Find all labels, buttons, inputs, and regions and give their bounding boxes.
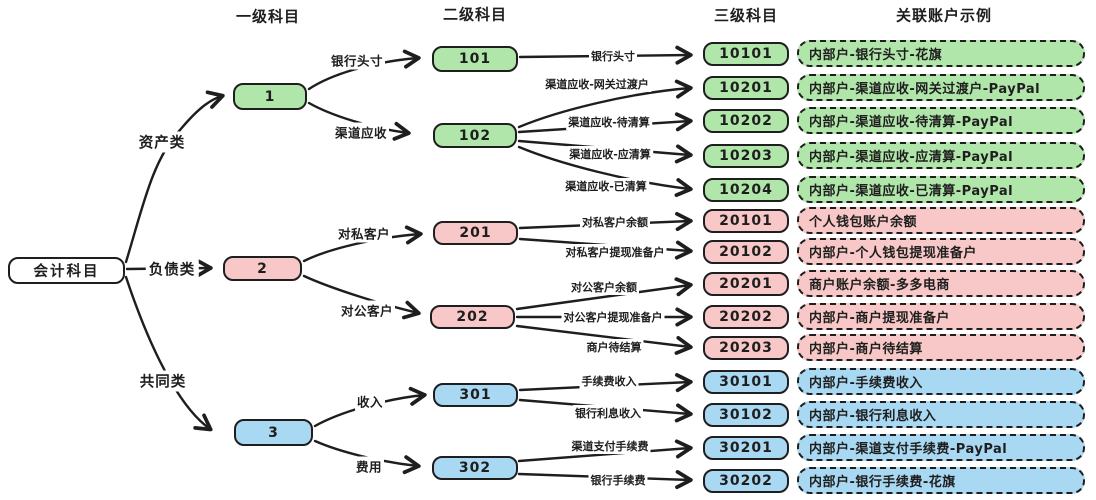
edge-label-personal-customer: 对私客户 xyxy=(335,223,393,243)
level3-node-10203: 10203 xyxy=(703,144,789,168)
level2-node-202: 202 xyxy=(430,305,515,329)
level3-node-20102: 20102 xyxy=(703,240,789,264)
example-box-row14: 内部户-银行手续费-花旗 xyxy=(797,467,1085,494)
example-box-row12: 内部户-银行利息收入 xyxy=(797,401,1085,428)
header-linked-account-examples: 关联账户示例 xyxy=(895,6,993,25)
level2-node-102: 102 xyxy=(433,123,517,148)
level1-node-3: 3 xyxy=(234,419,313,446)
example-box-row13: 内部户-渠道支付手续费-PayPal xyxy=(797,434,1085,461)
edge-label-row7: 对私客户提现准备户 xyxy=(563,244,667,260)
edge-label-row11: 手续费收入 xyxy=(579,373,639,389)
level2-node-101: 101 xyxy=(432,46,518,72)
edge-label-bank-position: 银行头寸 xyxy=(328,50,386,70)
example-box-row3: 内部户-渠道应收-待清算-PayPal xyxy=(797,107,1085,134)
header-level1-subjects: 一级科目 xyxy=(235,7,301,26)
edge-label-row9: 对公客户提现准备户 xyxy=(561,309,665,325)
edge-label-corporate-customer: 对公客户 xyxy=(338,300,396,320)
level3-node-30202: 30202 xyxy=(703,469,789,493)
level3-node-10202: 10202 xyxy=(703,109,789,133)
example-box-row5: 内部户-渠道应收-已清算-PayPal xyxy=(797,176,1085,203)
edge-label-row8: 对公客户余额 xyxy=(569,279,639,295)
branch-label-liabilities: 负债类 xyxy=(145,258,199,280)
level1-node-2: 2 xyxy=(223,256,302,281)
level3-node-20203: 20203 xyxy=(703,336,789,360)
level2-node-301: 301 xyxy=(433,383,518,407)
edge-label-row5: 渠道应收-已清算 xyxy=(563,178,649,194)
level3-node-20201: 20201 xyxy=(703,272,789,296)
level3-node-20202: 20202 xyxy=(703,305,789,329)
example-box-row1: 内部户-银行头寸-花旗 xyxy=(797,40,1085,67)
level2-node-201: 201 xyxy=(433,221,518,245)
level1-node-1: 1 xyxy=(233,83,307,110)
edge-label-expense: 费用 xyxy=(353,456,385,476)
edge-label-row4: 渠道应收-应清算 xyxy=(567,146,653,162)
branch-label-assets: 资产类 xyxy=(135,131,189,153)
level3-node-30102: 30102 xyxy=(703,403,789,427)
example-box-row2: 内部户-渠道应收-网关过渡户-PayPal xyxy=(797,74,1085,101)
level3-node-10101: 10101 xyxy=(703,42,789,66)
header-level2-subjects: 二级科目 xyxy=(442,5,508,24)
level3-node-30201: 30201 xyxy=(703,436,789,460)
header-level3-subjects: 三级科目 xyxy=(713,6,779,25)
example-box-row11: 内部户-手续费收入 xyxy=(797,368,1085,395)
level3-node-30101: 30101 xyxy=(703,370,789,394)
level3-node-20101: 20101 xyxy=(703,209,789,233)
edge-label-channel-receivable: 渠道应收 xyxy=(332,122,390,142)
example-box-row8: 商户账户余额-多多电商 xyxy=(797,270,1085,297)
branch-label-common: 共同类 xyxy=(136,370,190,392)
edge-label-row14: 银行手续费 xyxy=(588,472,648,488)
edge-label-row1: 银行头寸 xyxy=(589,48,637,64)
example-box-row6: 个人钱包账户余额 xyxy=(797,207,1085,234)
level3-node-10204: 10204 xyxy=(703,178,789,202)
example-box-row7: 内部户-个人钱包提现准备户 xyxy=(797,238,1085,265)
example-box-row4: 内部户-渠道应收-应清算-PayPal xyxy=(797,142,1085,169)
edge-label-row10: 商户待结算 xyxy=(584,339,644,355)
edge-label-row3: 渠道应收-待清算 xyxy=(566,114,652,130)
example-box-row9: 内部户-商户提现准备户 xyxy=(797,303,1085,330)
edge-label-row13: 渠道支付手续费 xyxy=(569,438,651,454)
edge-label-row2: 渠道应收-网关过渡户 xyxy=(543,76,651,92)
example-box-row10: 内部户-商户待结算 xyxy=(797,334,1085,361)
edge-label-row6: 对私客户余额 xyxy=(580,214,650,230)
edge-label-income: 收入 xyxy=(354,391,386,411)
level2-node-302: 302 xyxy=(432,456,518,480)
root-node-accounting-subjects: 会计科目 xyxy=(8,257,125,284)
edge-label-row12: 银行利息收入 xyxy=(573,405,643,421)
level3-node-10201: 10201 xyxy=(703,76,789,100)
